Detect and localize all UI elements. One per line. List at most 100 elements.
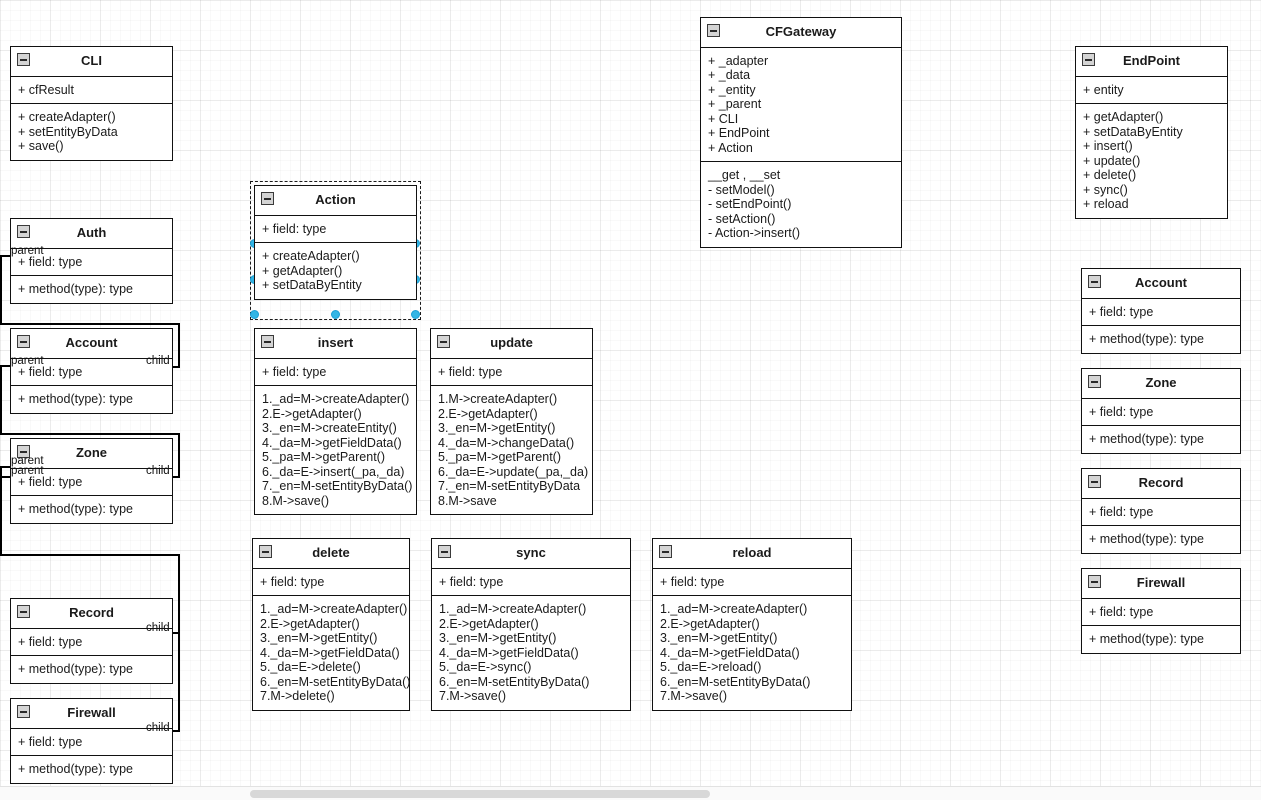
class-name: delete — [312, 545, 350, 560]
class-box-auth[interactable]: Auth+ field: type+ method(type): type — [10, 218, 173, 304]
class-methods-section: + createAdapter()+ getAdapter()+ setData… — [255, 242, 416, 299]
class-method: 6._en=M-setEntityByData() — [260, 674, 411, 689]
class-box-account-right[interactable]: Account+ field: type+ method(type): type — [1081, 268, 1241, 354]
class-title-section: Action — [255, 186, 416, 215]
horizontal-scrollbar-track[interactable] — [0, 786, 1261, 800]
class-title-section: update — [431, 329, 592, 358]
collapse-minus-icon[interactable] — [261, 335, 274, 348]
class-name: EndPoint — [1122, 53, 1181, 68]
class-name: CFGateway — [765, 24, 837, 39]
class-attributes-section: + field: type — [255, 357, 416, 386]
collapse-minus-icon[interactable] — [659, 545, 672, 558]
class-methods-section: 1._ad=M->createAdapter()2.E->getAdapter(… — [653, 595, 851, 710]
class-name: Zone — [75, 445, 108, 460]
class-methods-section: + method(type): type — [1082, 425, 1240, 453]
horizontal-scrollbar-thumb[interactable] — [250, 790, 710, 798]
class-name: Action — [315, 192, 356, 207]
class-methods-section: + getAdapter()+ setDataByEntity+ insert(… — [1076, 103, 1227, 218]
class-title-section: Firewall — [11, 699, 172, 728]
class-box-record-left[interactable]: Record+ field: type+ method(type): type — [10, 598, 173, 684]
collapse-minus-icon[interactable] — [1088, 275, 1101, 288]
collapse-minus-icon[interactable] — [259, 545, 272, 558]
class-box-firewall-left[interactable]: Firewall+ field: type+ method(type): typ… — [10, 698, 173, 784]
class-title-section: Zone — [11, 439, 172, 468]
class-method: 4._da=M->getFieldData() — [660, 645, 800, 660]
collapse-minus-icon[interactable] — [1088, 475, 1101, 488]
connector-segment — [0, 433, 180, 435]
collapse-minus-icon[interactable] — [17, 335, 30, 348]
class-box-zone-left[interactable]: Zone+ field: type+ method(type): type — [10, 438, 173, 524]
edge-label: child — [146, 722, 170, 734]
class-box-record-right[interactable]: Record+ field: type+ method(type): type — [1081, 468, 1241, 554]
class-box-action[interactable]: Action+ field: type+ createAdapter()+ ge… — [254, 185, 417, 300]
class-attribute: + Action — [708, 140, 753, 155]
class-attributes-section: + field: type — [1082, 497, 1240, 526]
class-methods-section: + method(type): type — [1082, 525, 1240, 553]
resize-handle-bottom-center[interactable] — [331, 310, 340, 319]
class-methods-section: + method(type): type — [11, 275, 172, 303]
class-attributes-section: + field: type — [11, 357, 172, 386]
class-method: + method(type): type — [18, 392, 133, 406]
collapse-minus-icon[interactable] — [1088, 375, 1101, 388]
class-method: 3._en=M->getEntity() — [438, 421, 556, 435]
resize-handle-bottom-left[interactable] — [250, 310, 259, 319]
resize-handle-bottom-right[interactable] — [411, 310, 420, 319]
class-method: 4._da=M->getFieldData() — [262, 435, 402, 450]
class-box-cli[interactable]: CLI+ cfResult+ createAdapter()+ setEntit… — [10, 46, 173, 161]
class-attribute: + field: type — [1089, 304, 1154, 319]
class-method: + getAdapter() — [262, 263, 343, 278]
class-box-zone-right[interactable]: Zone+ field: type+ method(type): type — [1081, 368, 1241, 454]
class-title-section: insert — [255, 329, 416, 358]
class-name: Zone — [1145, 375, 1177, 390]
class-method: 7._en=M-setEntityByData() — [262, 479, 413, 493]
collapse-minus-icon[interactable] — [17, 53, 30, 66]
class-box-firewall-right[interactable]: Firewall+ field: type+ method(type): typ… — [1081, 568, 1241, 654]
class-method: - setEndPoint() — [708, 197, 792, 211]
class-attribute: + field: type — [18, 634, 83, 649]
class-box-sync[interactable]: sync + field: type 1._ad=M->createAdapter(… — [431, 538, 631, 711]
class-name: reload — [732, 545, 772, 560]
class-method: + method(type): type — [1089, 432, 1204, 446]
class-box-insert[interactable]: insert + field: type 1._ad=M->createAdapte… — [254, 328, 417, 515]
class-method: 1._ad=M->createAdapter() — [262, 392, 410, 406]
class-title-section: Account — [11, 329, 172, 358]
class-attributes-section: + _adapter+ _data+ _entity+ _parent+ CLI… — [701, 46, 901, 162]
collapse-minus-icon[interactable] — [1082, 53, 1095, 66]
class-method: 7._en=M-setEntityByData — [438, 479, 581, 493]
collapse-minus-icon[interactable] — [17, 605, 30, 618]
class-name: update — [490, 335, 533, 350]
class-box-endpoint[interactable]: EndPoint + entity + getAdapter()+ setDataB… — [1075, 46, 1228, 219]
class-attribute: + field: type — [262, 364, 327, 379]
collapse-minus-icon[interactable] — [17, 225, 30, 238]
class-attributes-section: + field: type — [432, 567, 630, 596]
collapse-minus-icon[interactable] — [438, 545, 451, 558]
class-box-cfgateway[interactable]: CFGateway + _adapter+ _data+ _entity+ _pa… — [700, 17, 902, 248]
class-attribute: + _parent — [708, 97, 762, 111]
class-methods-section: + method(type): type — [11, 755, 172, 783]
collapse-minus-icon[interactable] — [17, 445, 30, 458]
class-attribute: + field: type — [18, 364, 83, 379]
class-attribute: + field: type — [1089, 504, 1154, 519]
class-title-section: Firewall — [1082, 569, 1240, 598]
collapse-minus-icon[interactable] — [437, 335, 450, 348]
class-method: 8.M->save — [438, 493, 497, 508]
collapse-minus-icon[interactable] — [1088, 575, 1101, 588]
class-attribute: + entity — [1083, 82, 1124, 97]
class-method: 1._ad=M->createAdapter() — [439, 602, 587, 616]
class-attributes-section: + field: type — [11, 467, 172, 496]
edge-label: parent — [11, 245, 44, 257]
class-method: 2.E->getAdapter() — [439, 616, 539, 631]
connector-segment — [0, 554, 180, 556]
class-method: + insert() — [1083, 139, 1133, 153]
collapse-minus-icon[interactable] — [261, 192, 274, 205]
connector-segment — [0, 466, 2, 556]
class-attribute: + cfResult — [18, 82, 74, 97]
class-name: sync — [516, 545, 546, 560]
collapse-minus-icon[interactable] — [707, 24, 720, 37]
collapse-minus-icon[interactable] — [17, 705, 30, 718]
class-box-account-left[interactable]: Account + field: type + method(type): type — [10, 328, 173, 414]
